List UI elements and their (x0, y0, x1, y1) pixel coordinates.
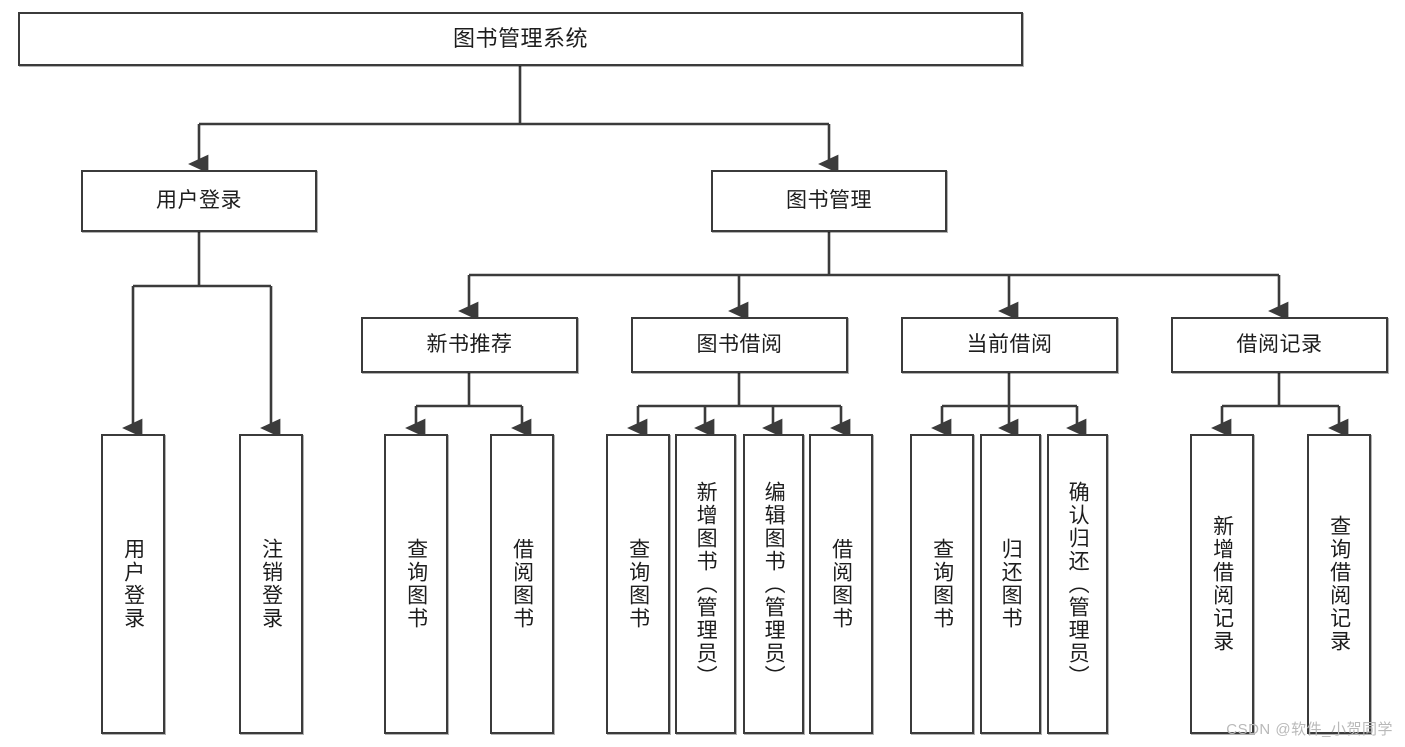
node-label: 查询借阅记录 (1327, 515, 1351, 653)
node-root-book-management-system[interactable]: 图书管理系统 (18, 12, 1023, 66)
node-label: 注销登录 (259, 538, 283, 630)
watermark-text: CSDN @软件_小贺同学 (1226, 721, 1393, 738)
node-current-borrow[interactable]: 当前借阅 (901, 317, 1118, 373)
node-label: 用户登录 (156, 188, 242, 212)
node-label: 借阅图书 (829, 538, 853, 630)
node-label: 查询图书 (626, 538, 650, 630)
node-label: 查询图书 (930, 538, 954, 630)
node-leaf-borrow-book-recommend[interactable]: 借阅图书 (490, 434, 554, 734)
node-leaf-confirm-return[interactable]: 确认归还（管理员） (1047, 434, 1108, 734)
node-label: 新增图书（管理员） (694, 480, 718, 688)
node-label: 借阅图书 (510, 538, 534, 630)
node-label: 查询图书 (404, 538, 428, 630)
node-new-book-recommend[interactable]: 新书推荐 (361, 317, 578, 373)
node-label: 图书管理系统 (452, 26, 588, 52)
node-label: 图书借阅 (696, 332, 783, 356)
node-label: 当前借阅 (966, 332, 1053, 356)
node-leaf-logout[interactable]: 注销登录 (239, 434, 303, 734)
node-leaf-borrow-book[interactable]: 借阅图书 (809, 434, 873, 734)
node-leaf-user-login[interactable]: 用户登录 (101, 434, 165, 734)
node-label: 归还图书 (999, 538, 1023, 630)
node-label: 图书管理 (786, 188, 872, 212)
node-book-borrow[interactable]: 图书借阅 (631, 317, 848, 373)
node-label: 新书推荐 (426, 332, 513, 356)
node-label: 借阅记录 (1236, 332, 1323, 356)
node-leaf-query-book-recommend[interactable]: 查询图书 (384, 434, 448, 734)
node-leaf-return-book[interactable]: 归还图书 (980, 434, 1041, 734)
node-label: 用户登录 (121, 538, 145, 630)
node-label: 新增借阅记录 (1210, 515, 1234, 653)
node-leaf-add-borrow-record[interactable]: 新增借阅记录 (1190, 434, 1254, 734)
node-leaf-query-borrow-record[interactable]: 查询借阅记录 (1307, 434, 1371, 734)
node-label: 编辑图书（管理员） (762, 480, 786, 688)
node-borrow-record[interactable]: 借阅记录 (1171, 317, 1388, 373)
node-label: 确认归还（管理员） (1066, 480, 1090, 688)
node-leaf-query-book-borrow[interactable]: 查询图书 (606, 434, 670, 734)
node-leaf-edit-book[interactable]: 编辑图书（管理员） (743, 434, 804, 734)
node-leaf-query-book-current[interactable]: 查询图书 (910, 434, 974, 734)
node-user-login[interactable]: 用户登录 (81, 170, 317, 232)
node-leaf-add-book[interactable]: 新增图书（管理员） (675, 434, 736, 734)
node-book-management[interactable]: 图书管理 (711, 170, 947, 232)
